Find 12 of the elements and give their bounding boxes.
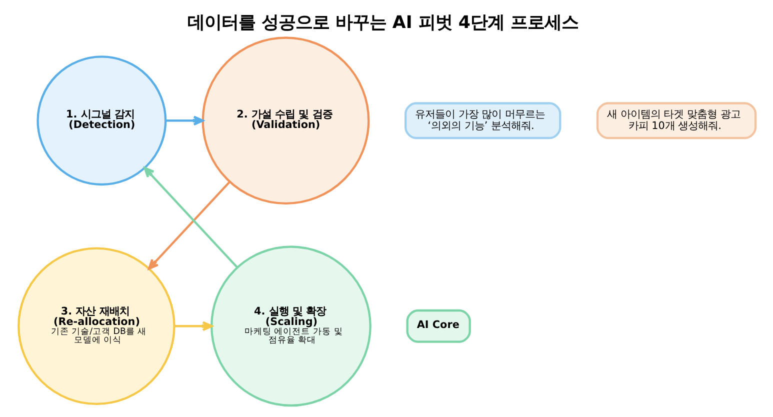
- arrow: [143, 166, 238, 268]
- node-circle: 3. 자산 재배치 (Re-allocation) 기존 기술/고객 DB를 새 모델에 이식: [17, 247, 175, 406]
- arrow: [174, 321, 212, 332]
- diagram-title: 데이터를 성공으로 바꾸는 AI 피벗 4단계 프로세스: [186, 13, 578, 34]
- arrow: [148, 181, 230, 270]
- node-circle: 1. 시그널 감지 (Detection): [36, 56, 166, 186]
- node-circle: 4. 실행 및 확장 (Scaling) 마케팅 에이전트 가동 및 점유율 확대: [210, 246, 371, 407]
- node-box: AI Core: [406, 309, 470, 343]
- arrow: [165, 116, 204, 126]
- node-box: 새 아이템의 타겟 맞춤형 광고 카피 10개 생성해줘.: [596, 102, 756, 140]
- node-box: 유저들이 가장 많이 머무르는 ‘의외의 기능’ 분석해줘.: [404, 102, 561, 140]
- node-circle: 2. 가설 수립 및 검증 (Validation): [201, 36, 370, 205]
